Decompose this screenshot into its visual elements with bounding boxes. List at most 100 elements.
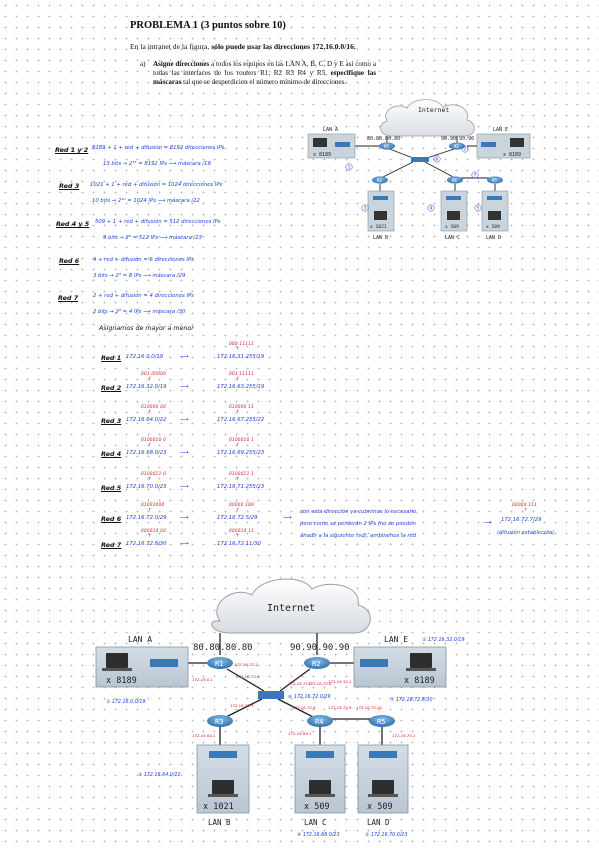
net-c: ④ 172.16.68.0/23 — [297, 832, 340, 838]
switch-icon — [150, 659, 178, 667]
laptop-icon — [313, 138, 327, 147]
internet-label: Internet — [418, 106, 449, 114]
router-r5-label: R5 — [377, 718, 385, 726]
net-b: ③ 172.16.64.0/22 — [138, 772, 181, 778]
hosts-e: x 8189 — [503, 152, 521, 158]
note-bits: 00000 111 — [512, 503, 538, 508]
router-r3-icon — [207, 715, 233, 727]
router-r1-label: R1 — [215, 660, 223, 668]
laptop-icon — [447, 211, 460, 220]
assign-row-broadcast: 172.16.67.255/22 — [217, 417, 265, 423]
calc-red3-label: Red 3 — [59, 182, 80, 190]
calc-red12-label: Red 1 y 2 — [55, 146, 89, 154]
laptop-icon — [309, 780, 331, 794]
lan-e-label: LAN E — [493, 127, 508, 133]
note-bits-arrow: ↑ — [524, 508, 528, 513]
router-r3-label: R3 — [377, 178, 382, 183]
switch-icon — [306, 751, 334, 758]
assign-row-bits-arrow: ↑ — [148, 508, 152, 513]
hosts-c: x 509 — [445, 224, 459, 230]
laptop-icon — [488, 211, 501, 220]
ip-r5-net7: 172.16.72.10 — [356, 705, 383, 710]
lan-a-label: LAN A — [323, 127, 338, 133]
assign-row-broadcast: 172.16.72.5/29 — [217, 515, 258, 521]
lan-b-label: LAN B — [208, 818, 231, 827]
assign-row-broadcast: 172.16.72.11/30 — [217, 541, 261, 547]
assign-row-label: Red 2 — [101, 384, 122, 392]
assign-row-bits-arrow: ↑ — [148, 443, 152, 448]
assign-row-network: 172.16.68.0/23 — [126, 450, 167, 456]
svg-text:2: 2 — [464, 147, 467, 153]
assign-heading: Asignamos de mayor a menor — [99, 325, 194, 332]
calc-red7-label: Red 7 — [58, 294, 79, 302]
ip-r1: 80.80.80.80 — [367, 136, 400, 142]
assign-row-broadcast: 172.16.69.255/23 — [217, 450, 265, 456]
note-sub: (difusión establecida) — [497, 530, 555, 536]
assign-row-network: 172.16.72.8/30 — [126, 541, 167, 547]
assign-row-network: 172.16.0.0/19 — [126, 354, 164, 360]
calc-red12-line2: 13 bits → 2¹³ = 8192 IPs ⟶ máscara /19 — [103, 161, 211, 167]
switch-icon — [481, 142, 496, 147]
calc-red6-line1: 4 + red + difusión = 6 direcciones IPs — [93, 257, 194, 263]
note-arrow: ⟶ — [483, 519, 492, 526]
switch-icon — [446, 196, 461, 200]
ip-r4-net6: 172.16.72.4 — [292, 705, 316, 710]
laptop-icon — [374, 211, 387, 220]
assign-row-bits-net: 000010 00 — [141, 529, 167, 534]
assign-row-bits-arrow: ↑ — [236, 347, 240, 352]
svg-text:5: 5 — [477, 206, 480, 212]
lan-b-label: LAN B — [373, 235, 388, 241]
hosts-e: x 8189 — [404, 676, 435, 686]
lan-d-label: LAN D — [486, 235, 501, 241]
ip-r2-net6a: 172.16.72.2 — [288, 681, 312, 686]
note-link-arrow: ⟶ — [283, 514, 292, 521]
assign-row-bits-bcast: 00000 100 — [229, 503, 255, 508]
intro-bold: sólo puede usar las direcciones 172.16.0… — [211, 42, 356, 51]
ip-r2-net6b: 172.16.72.6 — [308, 681, 332, 686]
problem-title: PROBLEMA 1 (3 puntos sobre 10) — [130, 20, 286, 31]
ip-r4-lan-c: 172.16.68.1 — [288, 731, 312, 736]
laptop-base — [102, 668, 132, 671]
router-r2-icon — [304, 657, 330, 669]
assign-row-bits-arrow: ↑ — [148, 377, 152, 382]
ip-r5-lan-d: 172.16.70.1 — [392, 733, 416, 738]
svg-text:6: 6 — [436, 157, 439, 163]
assign-row-broadcast: 172.16.71.255/23 — [217, 484, 265, 490]
assign-row-network: 172.16.32.0/19 — [126, 384, 167, 390]
router-r5-label: R5 — [492, 178, 497, 183]
lan-e-label: LAN E — [384, 635, 408, 644]
note-line-2: pero como se perderán 2 IPs (no se puede… — [300, 521, 416, 527]
assign-row-network: 172.16.64.0/22 — [126, 417, 167, 423]
assign-row-bits-bcast: 000 11111 — [229, 342, 255, 347]
laptop-icon — [212, 780, 234, 794]
laptop-icon — [410, 653, 432, 668]
net-6: ⑥ 172.16.72.0/29 — [288, 694, 331, 700]
assign-row-bits-arrow: ↑ — [236, 477, 240, 482]
network-numbers: 1 2 3 4 5 6 7 — [345, 145, 482, 212]
network-diagram-small: Internet 80.80.80.80 90.90.90.90 LAN A x… — [307, 99, 531, 241]
ip-r1: 80.80.80.80 — [193, 643, 253, 653]
calc-red6-label: Red 6 — [59, 257, 80, 265]
question-a: Asigne direcciones a todos los equipos e… — [153, 60, 377, 87]
router-r4-icon — [307, 715, 333, 727]
router-r2-icon — [449, 142, 465, 150]
switch-icon — [369, 751, 397, 758]
internet-label: Internet — [267, 603, 315, 614]
ip-r2: 90.90.90.90 — [290, 643, 350, 653]
svg-text:1: 1 — [348, 165, 351, 171]
ip-r2: 90.90.90.90 — [441, 136, 474, 142]
assign-row-bits-arrow: ↑ — [148, 534, 152, 539]
assign-row-broadcast: 172.16.31.255/19 — [217, 354, 265, 360]
assign-row-bits-net: 001 00000 — [141, 372, 167, 377]
calc-red7-line1: 2 + red + difusión = 4 direcciones IPs — [93, 293, 194, 299]
assign-row-arrow: ⟶ — [180, 416, 189, 423]
net-d: ⑤ 172.16.70.0/23 — [365, 832, 408, 838]
assign-row-bits-bcast: 0100011 1 — [229, 472, 255, 477]
svg-text:3: 3 — [364, 206, 367, 212]
assign-row-arrow: ⟶ — [180, 540, 189, 547]
assign-row-arrow: ⟶ — [180, 353, 189, 360]
ip-r1-lan-a: 172.16.0.1 — [192, 677, 213, 682]
ip-r4-net7: 172.16.72.9 — [328, 705, 352, 710]
assign-row-label: Red 7 — [101, 541, 122, 549]
router-r1-icon — [207, 657, 233, 669]
